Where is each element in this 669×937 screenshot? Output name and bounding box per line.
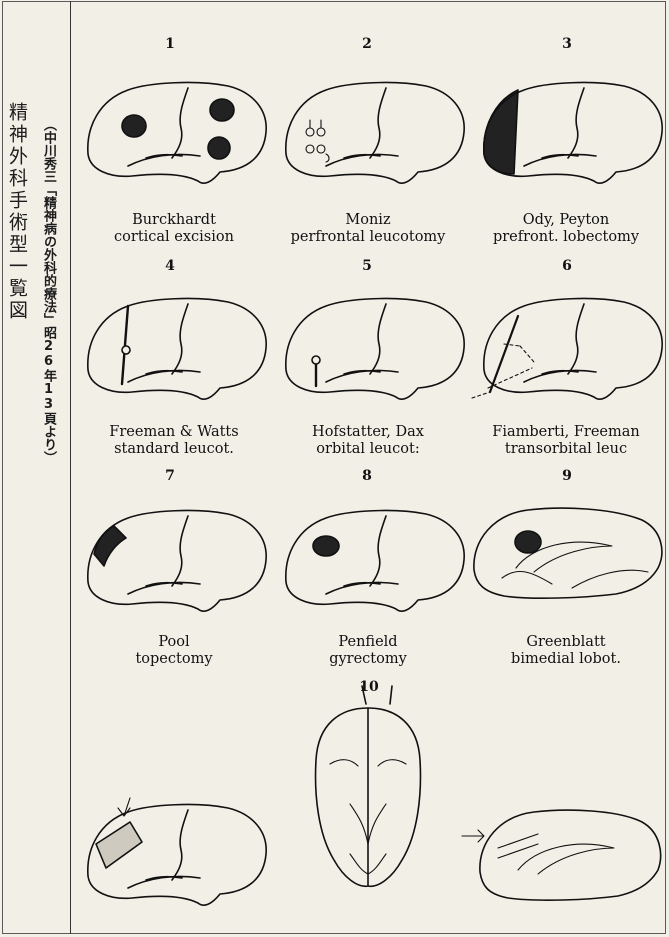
topectomy-area xyxy=(94,526,126,566)
brain-panel-7 xyxy=(88,511,266,612)
brain-panel-3 xyxy=(484,83,662,184)
excision-spot xyxy=(208,137,230,159)
arrow-icon xyxy=(390,686,392,704)
arrow-icon xyxy=(362,686,366,704)
brain-panel-5 xyxy=(286,299,464,400)
lobotomy-area xyxy=(515,531,541,553)
brain-panel-8 xyxy=(286,511,464,612)
brain-panel-10-basal xyxy=(316,686,421,886)
excision-spot xyxy=(122,115,146,137)
excision-spot xyxy=(210,99,234,121)
brain-panel-9 xyxy=(474,508,662,598)
gyrectomy-spot xyxy=(313,536,339,556)
brain-panel-2 xyxy=(286,83,464,184)
brain-panel-1 xyxy=(88,83,266,184)
brain-panel-10-medial xyxy=(462,810,661,900)
brain-panel-4 xyxy=(88,299,266,400)
arrow-icon xyxy=(462,830,484,842)
brain-panel-6 xyxy=(472,299,662,400)
brain-panel-10-lateral xyxy=(88,798,266,905)
lobectomy-area xyxy=(484,90,518,174)
